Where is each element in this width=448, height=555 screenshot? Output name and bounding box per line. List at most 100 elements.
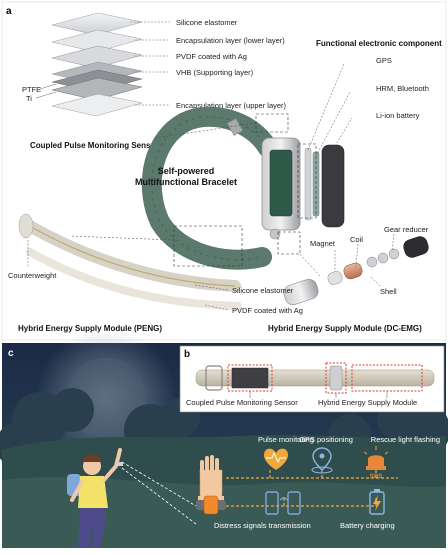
peng-leader-lines: [27, 240, 229, 311]
battery-terminal-icon: [374, 489, 380, 492]
gps-board: [304, 147, 312, 221]
callout-box-sensor: [255, 113, 289, 133]
gear-2: [377, 252, 389, 264]
dc-emg-exploded: [283, 236, 429, 305]
label-magnet: Magnet: [310, 239, 336, 248]
hand-with-bracelet: [196, 455, 226, 515]
label-ti: Ti: [26, 94, 32, 103]
hiker-figure: [67, 448, 123, 548]
label-b-energy: Hybrid Energy Supply Module: [318, 398, 417, 407]
bracelet-title-part-1: Self-powered: [158, 166, 215, 176]
label-shell: Shell: [380, 287, 397, 296]
label-battery-charging: Battery charging: [340, 521, 395, 530]
panel-a: a Silicone elastomer Encapsulation layer…: [1, 1, 447, 341]
band-buckle: [205, 365, 223, 391]
label-peng-silicone: Silicone elastomer: [232, 286, 294, 295]
gear-1: [366, 256, 378, 268]
foreground-ground: [2, 477, 446, 548]
zoom-line-upper: [121, 461, 197, 507]
label-counterweight: Counterweight: [8, 271, 57, 280]
zoom-line-lower: [121, 467, 197, 525]
ti-leader: [35, 91, 57, 99]
label-peng-pvdf: PVDF coated with Ag: [232, 306, 303, 315]
layer-pvdf: [51, 45, 143, 69]
emg-title: Hybrid Energy Supply Module (DC-EMG): [268, 324, 422, 333]
label-pulse-monitoring: Pulse monitoring: [258, 435, 314, 444]
gear-reducer-cap: [403, 236, 429, 258]
location-pin-icon: [312, 447, 332, 471]
panel-b-leaders: [249, 391, 388, 398]
peng-title: Hybrid Energy Supply Module (PENG): [18, 324, 162, 333]
label-ptfe: PTFE: [22, 85, 41, 94]
flat-band: [195, 369, 435, 387]
layer-encap-lower: [51, 29, 143, 53]
panel-a-letter: a: [6, 6, 12, 17]
callout-box-peng: [173, 225, 243, 267]
watch-circuit: [269, 149, 293, 217]
label-battery: Li-ion battery: [376, 111, 420, 120]
bracelet-title-part-2: Multifunctional Bracelet: [135, 177, 237, 187]
siren-icon: [368, 455, 384, 466]
hand-bracelet-watch: [203, 495, 219, 515]
label-silicone: Silicone elastomer: [176, 18, 238, 27]
location-dot-icon: [319, 453, 325, 459]
label-encap-lower: Encapsulation layer (lower layer): [176, 36, 285, 45]
functional-leader-lines: [307, 63, 353, 157]
hiker-shirt: [78, 476, 108, 508]
layer-encap-upper: [51, 93, 143, 117]
peng-electrode: [25, 223, 236, 287]
label-pvdf: PVDF coated with Ag: [176, 52, 247, 61]
gear-3: [388, 248, 400, 260]
siren-rays-icon: [363, 446, 389, 455]
callout-box-emg: [277, 231, 301, 255]
phone-left-icon: [265, 491, 279, 515]
callout-box-electronics: [297, 143, 317, 219]
functional-title: Functional electronic component: [316, 39, 442, 48]
watch-module: [329, 365, 343, 391]
panel-c-letter: c: [8, 348, 14, 359]
watch-crown: [269, 228, 281, 240]
peng-strip: [18, 213, 242, 310]
label-gps-positioning: GPS positioning: [299, 435, 353, 444]
signal-waves-icon: [279, 497, 288, 501]
callout-lines: [69, 122, 321, 277]
layer-ti: [51, 77, 143, 101]
heart-icon: [264, 448, 288, 470]
finger-3: [210, 455, 214, 474]
label-vhb: VHB (Supporting layer): [176, 68, 254, 77]
finger-1: [200, 460, 204, 474]
location-base-icon: [311, 466, 333, 474]
emg-leader-lines: [334, 233, 395, 287]
counterweight: [18, 213, 34, 239]
sensor-window: [231, 367, 269, 389]
sensor-title: Coupled Pulse Monitoring Sensor: [30, 141, 158, 150]
emg-shell: [283, 279, 319, 305]
phone-right-icon: [287, 491, 301, 515]
sensor-layer-stack: [51, 12, 143, 117]
panel-b-letter: b: [184, 349, 190, 360]
lightning-bolt-icon: [373, 495, 381, 511]
label-b-sensor: Coupled Pulse Monitoring Sensor: [186, 398, 298, 407]
bracelet-strap: [141, 106, 278, 270]
li-ion-battery: [321, 144, 345, 228]
sos-label: SOS: [370, 474, 383, 480]
peng-pvdf-strip: [26, 248, 242, 310]
finger-4: [215, 458, 219, 474]
siren-base-icon: [366, 466, 386, 470]
hiker-bracelet: [116, 462, 123, 466]
label-distress: Distress signals transmission: [214, 521, 311, 530]
emg-coil: [343, 262, 363, 280]
panel-b: b Coupled Pulse Monitoring Sensor Hybrid…: [179, 345, 445, 413]
ptfe-leader: [39, 83, 57, 90]
function-connectors: [226, 470, 398, 507]
label-coil: Coil: [350, 235, 363, 244]
label-hrm: HRM, Bluetooth: [376, 84, 429, 93]
bracelet-buckle: [226, 118, 244, 136]
label-gps: GPS: [376, 56, 392, 65]
label-rescue-light: Rescue light flashing: [371, 435, 440, 444]
label-gear-reducer: Gear reducer: [384, 225, 429, 234]
sensor-leader-lines: [130, 21, 170, 106]
